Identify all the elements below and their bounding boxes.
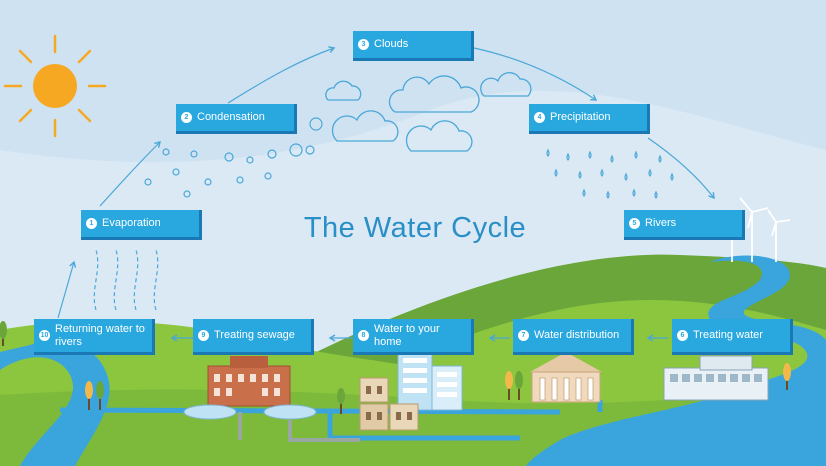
step-number: 5 [629, 218, 640, 229]
step-label: Treating sewage [214, 329, 295, 341]
water-treatment-plant-icon [663, 355, 769, 401]
tree-icon [0, 321, 791, 414]
condensation-droplets [144, 117, 323, 198]
cycle-arrows [57, 46, 715, 342]
step-number: 2 [181, 112, 192, 123]
houses-icon [359, 351, 463, 431]
step-number: 4 [534, 112, 545, 123]
raindrop-icon [546, 148, 674, 199]
river-left [0, 341, 110, 466]
step-label: Returning water to rivers [55, 322, 145, 348]
cloud-icon [325, 72, 532, 152]
step-number: 10 [39, 330, 50, 341]
step-label: Precipitation [550, 111, 611, 123]
step-precipitation: 4 Precipitation [529, 104, 650, 134]
step-number: 7 [518, 330, 529, 341]
grey-pipes [238, 412, 360, 442]
step-number: 1 [86, 218, 97, 229]
step-water-distribution: 7 Water distribution [513, 319, 634, 355]
step-number: 3 [358, 39, 369, 50]
step-treating-sewage: 9 Treating sewage [193, 319, 314, 355]
step-clouds: 3 Clouds [353, 31, 474, 61]
step-label: Condensation [197, 111, 265, 123]
step-label: Evaporation [102, 217, 161, 229]
step-evaporation: 1 Evaporation [81, 210, 202, 240]
step-water-to-home: 8 Water to your home [353, 319, 474, 355]
sun-icon [3, 34, 107, 138]
sky-band [0, 0, 826, 163]
sewage-works-icon [183, 356, 317, 420]
step-number: 9 [198, 330, 209, 341]
step-label: Clouds [374, 38, 409, 50]
step-number: 6 [677, 330, 688, 341]
step-returning-water: 10 Returning water to rivers [34, 319, 155, 355]
evaporation-vapour [93, 249, 159, 311]
step-treating-water: 6 Treating water [672, 319, 793, 355]
step-label: Water distribution [534, 329, 620, 341]
step-number: 8 [358, 330, 369, 341]
step-label: Treating water [693, 329, 763, 341]
step-label: Rivers [645, 217, 677, 229]
river-right [526, 255, 826, 466]
distribution-building-icon [530, 352, 602, 403]
wind-turbine-icon [721, 197, 791, 262]
step-condensation: 2 Condensation [176, 104, 297, 134]
step-label: Water to your home [374, 322, 440, 348]
step-rivers: 5 Rivers [624, 210, 745, 240]
diagram-title: The Water Cycle [303, 212, 527, 244]
